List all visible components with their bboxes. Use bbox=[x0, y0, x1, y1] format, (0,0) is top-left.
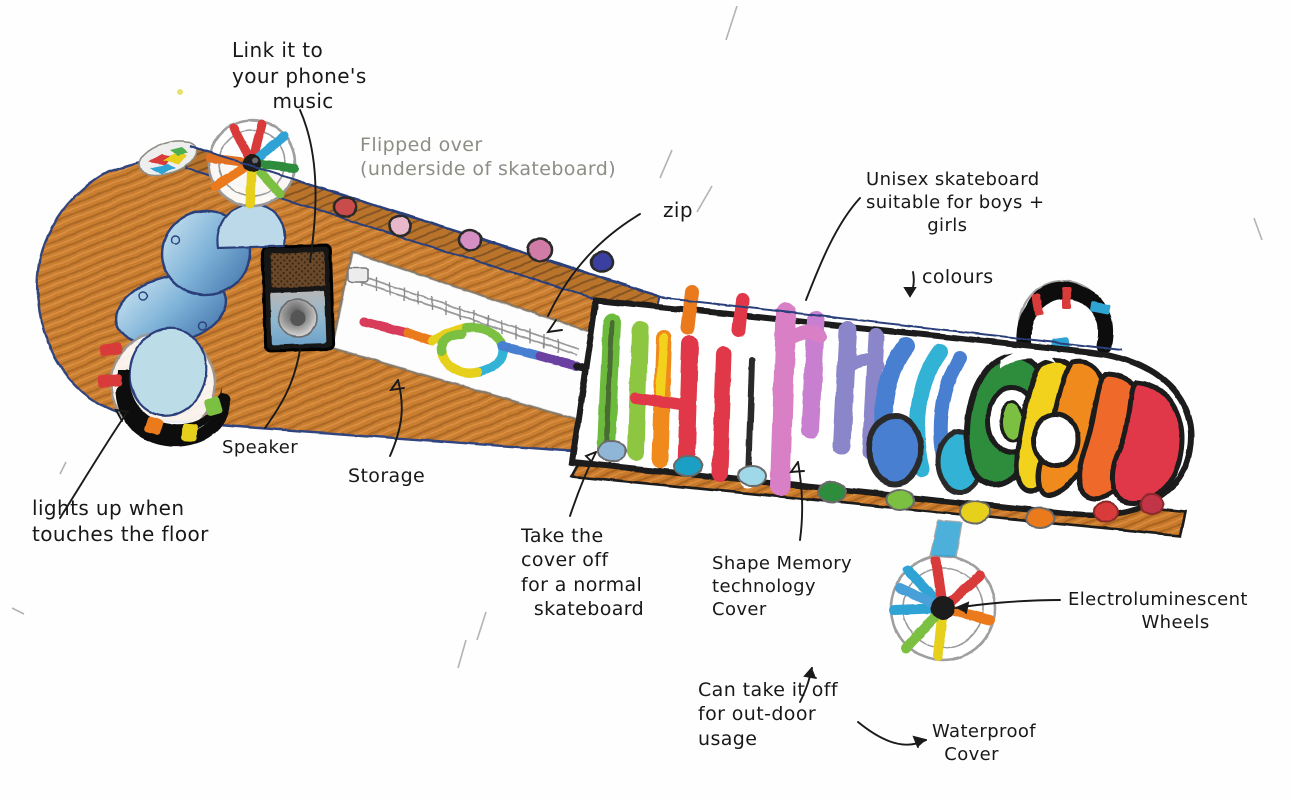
annotation-take-cover-off: Take the cover off for a normal skateboa… bbox=[521, 525, 645, 620]
annotation-lights-up: lights up when touches the floor bbox=[32, 496, 209, 546]
annotation-storage: Storage bbox=[348, 465, 426, 487]
deck-cover-graphic bbox=[568, 285, 1195, 518]
paper-speck bbox=[177, 89, 183, 95]
annotation-link-phone: Link it to your phone's music bbox=[232, 38, 367, 114]
annotation-shape-memory: Shape Memory technology Cover bbox=[712, 553, 853, 621]
annotation-electroluminescent: Electroluminescent Wheels bbox=[1068, 589, 1248, 634]
front-left-tyre-wheel bbox=[97, 327, 231, 447]
deck-bottom-edge-lights bbox=[597, 440, 1164, 529]
front-propeller-wheel bbox=[205, 118, 299, 209]
zip-track bbox=[347, 267, 580, 356]
annotation-speaker: Speaker bbox=[222, 437, 299, 458]
speaker-module bbox=[260, 243, 336, 353]
nose-indicator-light bbox=[138, 140, 198, 176]
annotation-unisex: Unisex skateboard suitable for boys + gi… bbox=[866, 169, 1045, 237]
annotation-outdoor-usage: Can take it off for out-door usage bbox=[698, 679, 838, 750]
stray-pencil-marks bbox=[11, 5, 1263, 669]
deck-top-edge-lights bbox=[332, 195, 615, 274]
rear-bottom-wheel bbox=[889, 519, 997, 662]
callout-leader-lines bbox=[59, 109, 1061, 748]
annotation-colours: colours bbox=[922, 266, 994, 288]
annotation-waterproof-cover: Waterproof Cover bbox=[932, 721, 1037, 766]
annotation-flipped-over: Flipped over (underside of skateboard) bbox=[360, 134, 617, 181]
annotation-zip: zip bbox=[663, 198, 693, 222]
